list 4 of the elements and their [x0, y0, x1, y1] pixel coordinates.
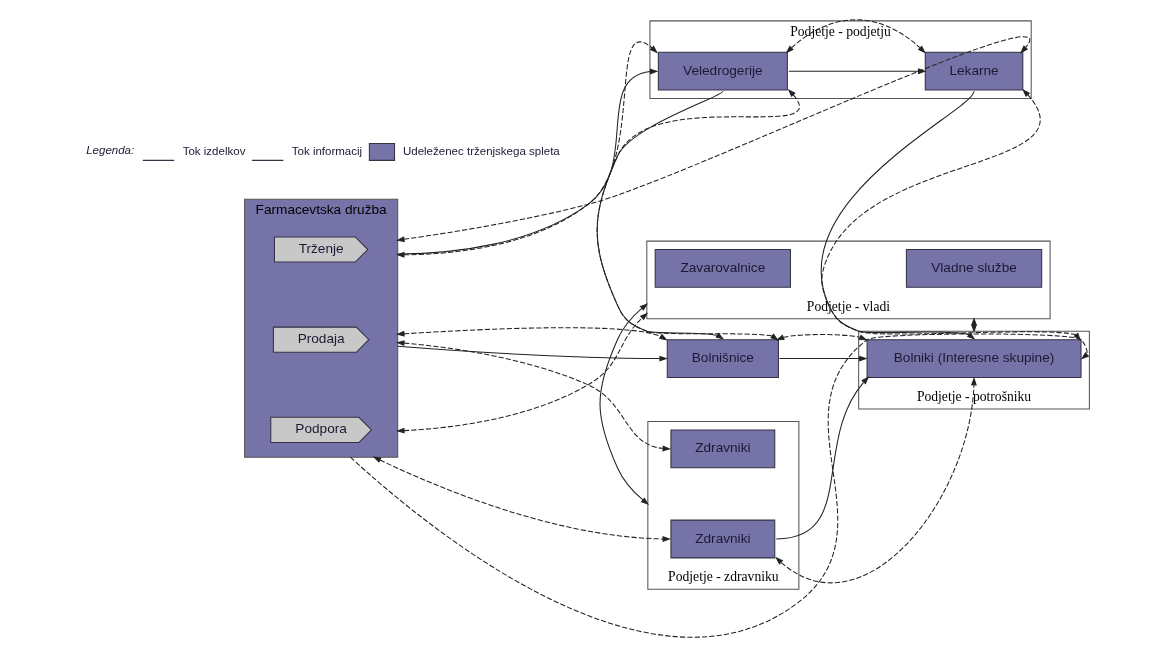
label: Legenda:	[85, 143, 134, 156]
legend-label: Tok izdelkov	[182, 144, 245, 157]
legend-label: Tok informacij	[291, 144, 362, 157]
legend-label: Udeleženec trženjskega spleta	[402, 144, 560, 157]
